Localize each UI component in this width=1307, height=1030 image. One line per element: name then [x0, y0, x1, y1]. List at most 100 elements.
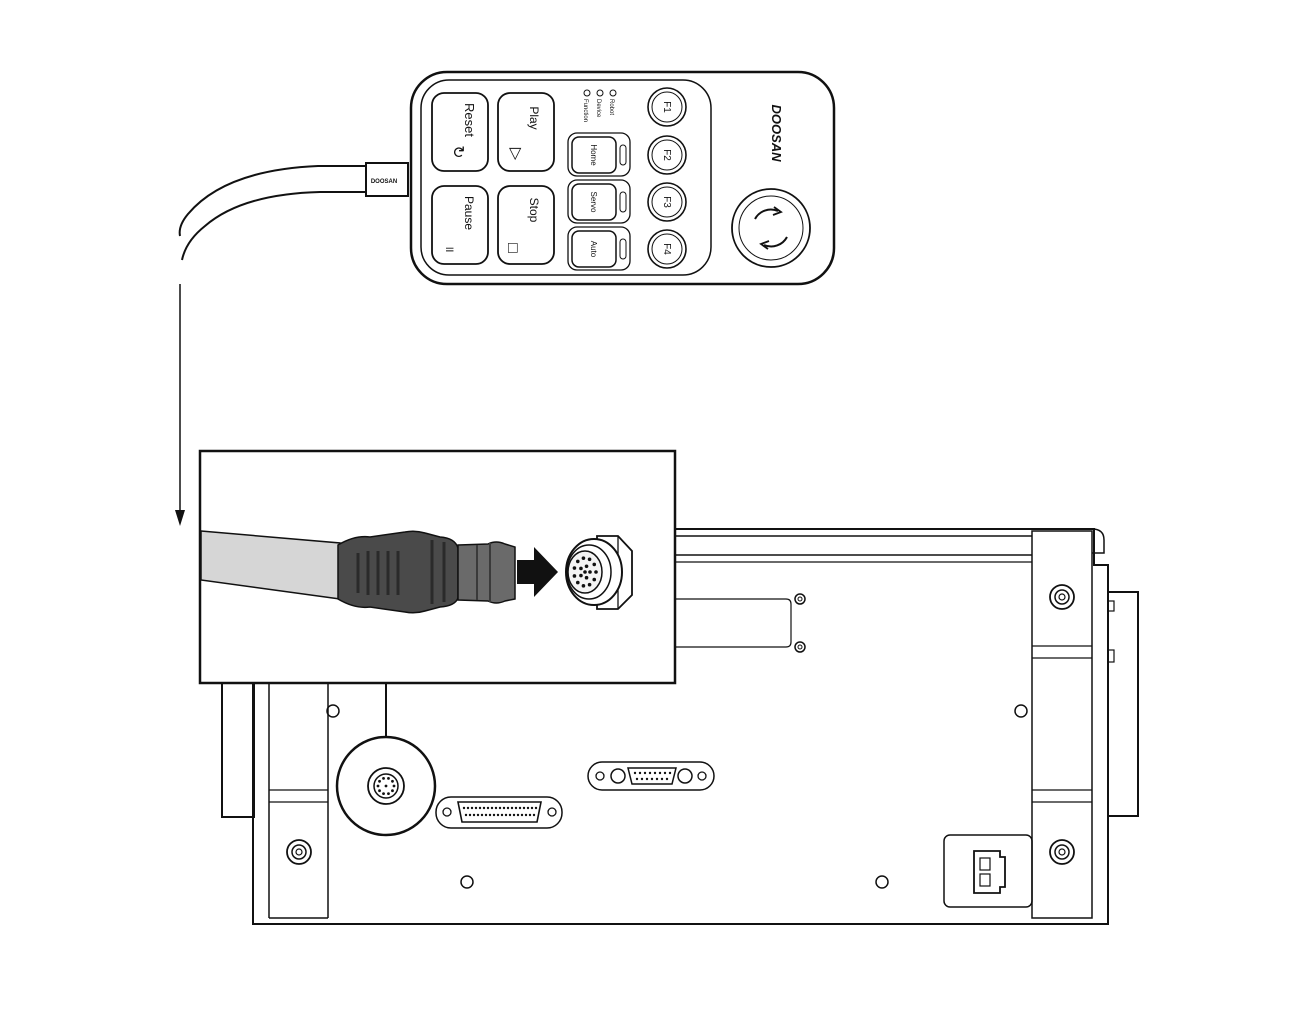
pin-dot — [484, 813, 488, 817]
pin-dot — [663, 771, 667, 775]
pin-dot — [391, 779, 394, 783]
pin-dot — [488, 813, 492, 817]
svg-text:Robot: Robot — [608, 99, 614, 115]
svg-text:F4: F4 — [661, 243, 672, 255]
pin-dot — [645, 777, 649, 781]
pin-dot — [466, 806, 470, 810]
pin-dot — [480, 813, 484, 817]
reset-button[interactable]: Reset ↻ — [431, 92, 489, 172]
right-arrow-icon — [517, 547, 558, 597]
emergency-stop-button[interactable] — [731, 188, 811, 268]
pin-dot — [588, 570, 592, 574]
status-led-device: Device — [595, 89, 604, 118]
stop-button[interactable]: Stop □ — [497, 185, 555, 265]
pin-dot — [640, 777, 644, 781]
pin-dot — [584, 564, 589, 569]
pin-dot — [534, 806, 538, 810]
pin-dot — [581, 556, 586, 560]
pin-dot — [635, 777, 639, 781]
pin-dot — [470, 806, 474, 810]
pause-button[interactable]: Pause ॥ — [431, 185, 489, 265]
svg-text:F1: F1 — [661, 101, 672, 113]
pin-dot — [530, 806, 534, 810]
brand-logo: DOOSAN — [769, 104, 784, 162]
pin-dot — [658, 771, 662, 775]
pin-dot — [468, 813, 472, 817]
pin-dot — [584, 575, 589, 580]
f3-button[interactable]: F3 — [647, 182, 687, 222]
pause-label: Pause — [462, 196, 476, 230]
pin-dot — [665, 777, 669, 781]
pin-dot — [494, 806, 498, 810]
servo-button[interactable]: Servo — [567, 179, 631, 224]
svg-text:Home: Home — [589, 144, 598, 166]
pin-dot — [579, 573, 583, 578]
play-button[interactable]: Play ▷ — [497, 92, 555, 172]
pin-dot — [387, 776, 390, 780]
pin-dot — [490, 806, 494, 810]
rotate-arrows-icon — [754, 206, 788, 250]
pin-dot — [502, 806, 506, 810]
status-leds: Robot Device Function — [582, 89, 617, 122]
svg-text:Auto: Auto — [589, 241, 598, 258]
pin-dot — [518, 806, 522, 810]
pin-dot — [575, 559, 580, 564]
pin-dot — [653, 771, 657, 775]
pin-dot — [581, 584, 586, 588]
cable-brand-label: DOOSAN — [371, 179, 397, 185]
pin-dot — [464, 813, 468, 817]
stop-label: Stop — [527, 198, 541, 223]
f1-button[interactable]: F1 — [647, 87, 687, 127]
pin-dot — [512, 813, 516, 817]
pin-dot — [392, 784, 396, 788]
pin-dot — [522, 806, 526, 810]
pendant-port — [335, 683, 437, 837]
pin-dot — [492, 813, 496, 817]
pin-dot — [575, 580, 580, 585]
pin-dot — [587, 557, 592, 562]
play-icon: ▷ — [507, 148, 524, 161]
pin-dot — [510, 806, 514, 810]
f4-button[interactable]: F4 — [647, 229, 687, 269]
svg-text:Device: Device — [595, 99, 601, 118]
pin-dot — [633, 771, 637, 775]
f2-button[interactable]: F2 — [647, 135, 687, 175]
pin-dot — [532, 813, 536, 817]
pin-dot — [592, 577, 597, 582]
pin-dot — [668, 771, 672, 775]
pin-dot — [387, 792, 390, 796]
pin-dot — [506, 806, 510, 810]
pause-icon: ॥ — [443, 245, 457, 252]
auto-button[interactable]: Auto — [567, 226, 631, 271]
pin-dot — [472, 813, 476, 817]
stop-icon: □ — [504, 243, 521, 253]
svg-text:Function: Function — [582, 99, 588, 122]
inset-detail — [198, 449, 677, 685]
svg-text:Servo: Servo — [589, 192, 598, 213]
pendant-cable: DOOSAN — [178, 162, 409, 261]
pin-dot — [391, 789, 394, 793]
pin-dot — [496, 813, 500, 817]
pin-dot — [486, 806, 490, 810]
play-label: Play — [527, 106, 541, 129]
controller-body — [221, 528, 1139, 925]
home-button[interactable]: Home — [567, 132, 631, 177]
pendant-keypad-area — [420, 79, 712, 276]
power-connector — [943, 834, 1033, 908]
status-led-robot: Robot — [608, 89, 617, 115]
right-side-bracket — [1107, 591, 1139, 817]
pin-dot — [504, 813, 508, 817]
reset-label: Reset — [462, 103, 477, 137]
pin-dot — [524, 813, 528, 817]
pin-dot — [382, 776, 385, 780]
svg-text:F2: F2 — [661, 149, 672, 161]
pin-dot — [583, 570, 587, 574]
pin-dot — [572, 566, 577, 570]
status-led-function: Function — [582, 89, 591, 122]
pin-dot — [378, 789, 381, 793]
panel-screws — [286, 584, 1075, 889]
pin-dot — [648, 771, 652, 775]
pin-dot — [462, 806, 466, 810]
